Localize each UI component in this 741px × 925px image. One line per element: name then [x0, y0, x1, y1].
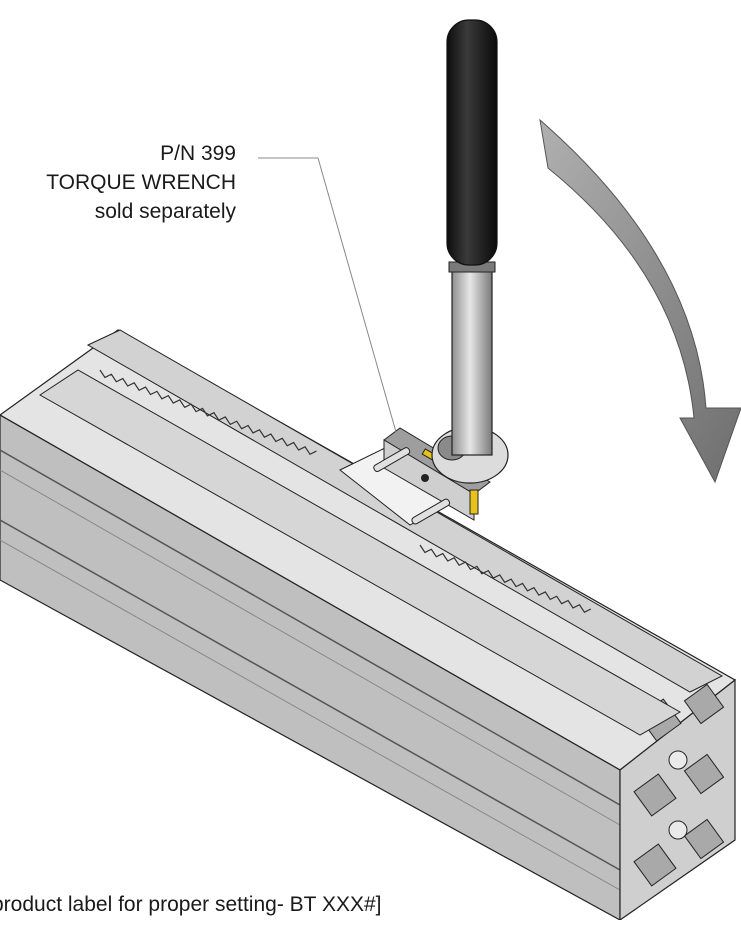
callout-part-number: P/N 399 [160, 142, 236, 165]
footer-note: product label for proper setting- BT XXX… [0, 893, 382, 916]
torque-wrench-callout: P/N 399 TORQUE WRENCH sold separately [0, 139, 236, 226]
callout-leader-line-angled [317, 157, 397, 433]
torque-wrench [431, 19, 509, 484]
timing-belt [39, 329, 724, 736]
callout-note: sold separately [94, 200, 236, 223]
rotation-arrow [539, 118, 741, 484]
callout-name: TORQUE WRENCH [46, 171, 236, 194]
